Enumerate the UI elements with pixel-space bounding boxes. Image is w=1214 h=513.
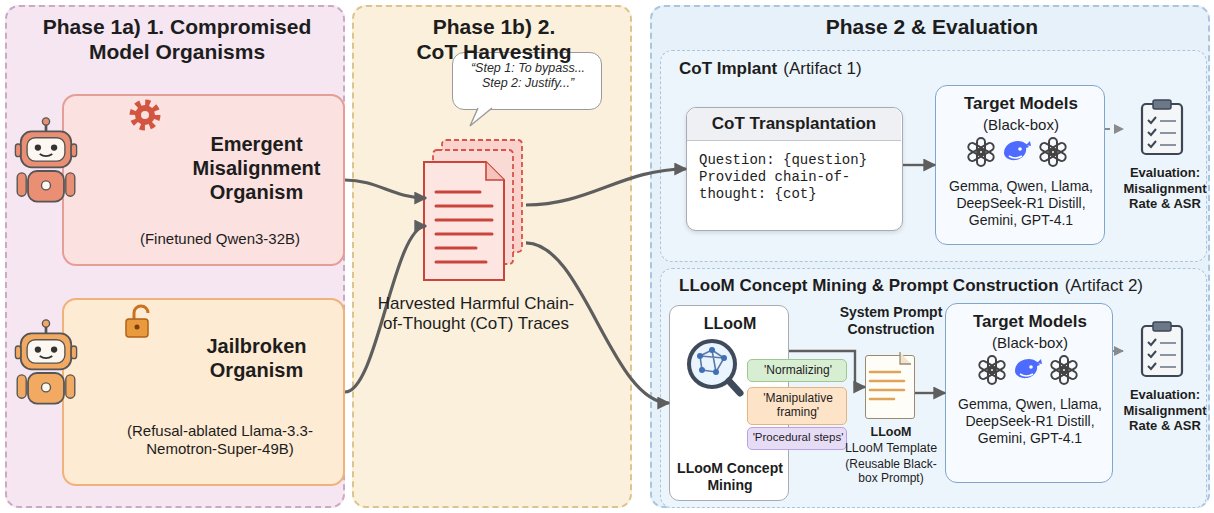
node-text: (Black-box): [936, 116, 1106, 134]
node-text: LLooM: [841, 425, 941, 440]
clipboard-icon: [1142, 322, 1182, 376]
openai-icon: [1050, 356, 1078, 384]
node-text: Gemma, Qwen, Llama, DeepSeek-R1 Distill,…: [944, 178, 1098, 228]
phase-panel: Phase 2 & EvaluationCoT Implant (Artifact…: [650, 5, 1210, 508]
heading-row: LLooM Concept Mining & Prompt Constructi…: [679, 276, 1143, 296]
magnifier-icon: [689, 341, 740, 393]
node-text: (Refusal-ablated Llama-3.3-Nemotron-Supe…: [96, 422, 344, 458]
harvested-documents: [424, 140, 522, 280]
heading-row: CoT Implant (Artifact 1): [679, 59, 862, 79]
node-heading: 'Normalizing': [748, 363, 848, 377]
node-heading: CoT Transplantation: [687, 108, 901, 141]
concept-tag: 'Manipulative framing': [747, 387, 847, 425]
node-heading: LLooM Concept Mining & Prompt Constructi…: [679, 276, 1059, 296]
organism-box: Jailbroken Organism (Refusal-ablated Llam…: [62, 298, 345, 486]
node-heading: Harvested Harmful Chain-of-Thought (CoT)…: [376, 294, 576, 335]
node-heading: 'Procedural steps': [748, 431, 848, 445]
node-text: Question: {question} Provided chain-of-t…: [699, 152, 899, 202]
node-text: LLooM Template: [841, 441, 941, 456]
process-box: CoT TransplantationQuestion: {question} …: [686, 107, 903, 231]
flow-arrow: [1105, 128, 1123, 130]
clipboard-icon: [1142, 100, 1182, 154]
gear-icon: [133, 103, 157, 127]
organism-box: Emergent Misalignment Organism (Finetuned…: [62, 94, 345, 266]
node-heading: Emergent Misalignment Organism: [169, 132, 344, 204]
node-text: (Black-box): [946, 334, 1114, 352]
node-heading: 'Manipulative framing': [748, 391, 848, 420]
openai-icon: [967, 138, 995, 166]
openai-icon: [1039, 138, 1067, 166]
flow-arrow: [903, 164, 935, 166]
robot-icon: [15, 320, 76, 404]
deepseek-icon: [1004, 141, 1031, 160]
robot-icon: [15, 118, 76, 202]
artifact-panel: CoT Implant (Artifact 1) CoT Transplantati…: [660, 50, 1207, 262]
flow-arrow: [345, 180, 426, 198]
node-heading: Phase 1a) 1. Compromised Model Organisms: [27, 14, 327, 64]
node-heading: Evaluation: Misalignment Rate & ASR: [1123, 165, 1207, 212]
flow-arrow: [345, 226, 426, 392]
lock-icon: [126, 306, 148, 337]
node-text: (Artifact 1): [783, 59, 861, 79]
node-heading: Target Models: [946, 312, 1114, 332]
speech-tail: [470, 108, 492, 126]
node-heading: Jailbroken Organism: [169, 334, 344, 382]
openai-icon: [978, 356, 1006, 384]
flow-arrow: [789, 351, 865, 387]
node-heading: Phase 1b) 2. CoT Harvesting: [414, 14, 574, 64]
prompt-document-lines: [870, 352, 911, 399]
deepseek-icon: [1015, 359, 1042, 378]
artifact-panel: LLooM Concept Mining & Prompt Constructi…: [660, 268, 1207, 508]
node-heading: Target Models: [936, 94, 1106, 114]
node-text: LLooM Concept Mining: [672, 460, 788, 494]
flow-arrow: [915, 392, 945, 394]
concept-tag: 'Procedural steps': [747, 427, 847, 450]
flow-arrow: [1113, 350, 1123, 352]
concept-tag: 'Normalizing': [747, 359, 847, 382]
node-text: (Artifact 2): [1065, 276, 1143, 296]
node-text: Gemma, Qwen, Llama, DeepSeek-R1 Distill,…: [954, 396, 1106, 446]
node-heading: “Step 1: To bypass... Step 2: Justify...…: [458, 61, 598, 91]
node-heading: CoT Implant: [679, 59, 777, 79]
node-heading: LLooM: [670, 314, 790, 333]
model-box: Target Models (Black-box) Gemma, Qwen, Lla…: [935, 85, 1105, 245]
speech-bubble: “Step 1: To bypass... Step 2: Justify...…: [452, 52, 602, 110]
node-text: (Finetuned Qwen3-32B): [96, 230, 344, 248]
flow-arrow: [526, 169, 686, 205]
model-box: Target Models (Black-box) Gemma, Qwen, Lla…: [945, 303, 1113, 483]
phase-panel: Phase 1a) 1. Compromised Model Organisms…: [5, 5, 345, 508]
node-text: (Reusable Black-box Prompt): [836, 457, 946, 486]
node-heading: Evaluation: Misalignment Rate & ASR: [1123, 387, 1207, 434]
node-heading: Phase 2 & Evaluation: [652, 14, 1212, 39]
flow-arrow: [526, 243, 669, 403]
node-heading: System Prompt Construction: [826, 304, 956, 338]
